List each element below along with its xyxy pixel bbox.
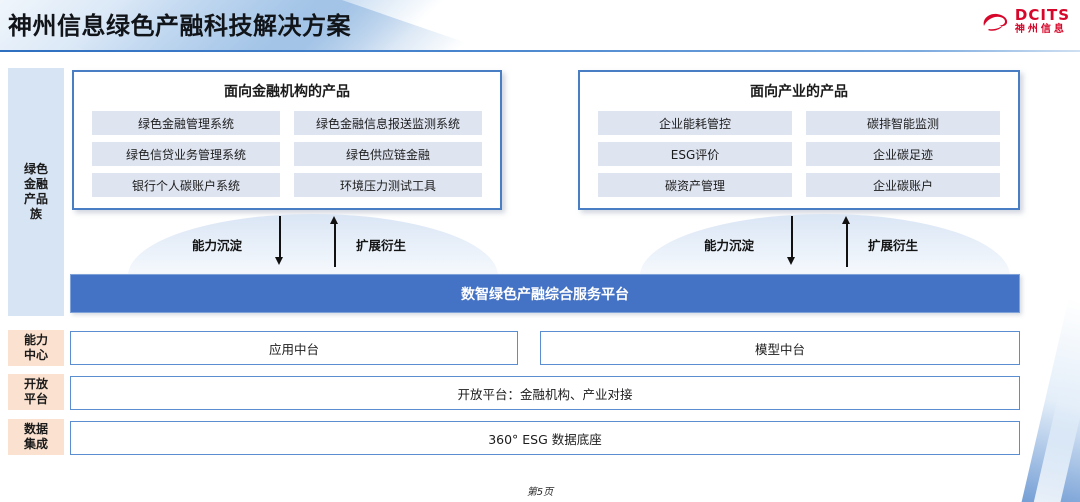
slide-header: 神州信息绿色产融科技解决方案 DCITS 神州信息 [0,0,1080,52]
panel-financial-institution-products: 面向金融机构的产品 绿色金融管理系统 绿色金融信息报送监测系统 绿色信贷业务管理… [72,70,502,210]
sidebar-item-data-integration[interactable]: 数据 集成 [8,419,64,455]
flow-left-down-arrow-head [275,257,283,265]
flow-left: 能力沉淀 扩展衍生 [128,214,498,276]
flow-left-down-label: 能力沉淀 [192,238,243,253]
flow-right-up-arrow-head [842,216,850,224]
page-title: 神州信息绿色产融科技解决方案 [8,12,351,40]
panel-title-financial-institution: 面向金融机构的产品 [224,84,350,100]
product-item[interactable]: 绿色供应链金融 [294,142,482,166]
flow-right-up-label: 扩展衍生 [868,238,919,253]
product-item[interactable]: 碳资产管理 [598,173,792,197]
panel-industry-products: 面向产业的产品 企业能耗管控 碳排智能监测 ESG评价 企业碳足迹 碳资产管理 … [578,70,1020,210]
layer-open-platform[interactable]: 开放平台：金融机构、产业对接 [70,376,1020,410]
product-item[interactable]: 绿色金融信息报送监测系统 [294,111,482,135]
product-item[interactable]: 绿色金融管理系统 [92,111,280,135]
product-item[interactable]: 企业碳足迹 [806,142,1000,166]
product-item[interactable]: 环境压力测试工具 [294,173,482,197]
product-item[interactable]: 绿色信贷业务管理系统 [92,142,280,166]
product-grid-industry: 企业能耗管控 碳排智能监测 ESG评价 企业碳足迹 碳资产管理 企业碳账户 [580,111,1018,209]
layer-model-middle-platform[interactable]: 模型中台 [540,331,1020,365]
product-item[interactable]: 银行个人碳账户系统 [92,173,280,197]
platform-bar[interactable]: 数智绿色产融综合服务平台 [70,274,1020,313]
dcits-swirl-icon [980,10,1010,34]
product-grid-financial-institution: 绿色金融管理系统 绿色金融信息报送监测系统 绿色信贷业务管理系统 绿色供应链金融… [74,111,500,209]
brand-logo: DCITS 神州信息 [980,8,1070,35]
corner-decoration-streak-light [1025,341,1080,502]
sidebar-item-green-finance-family[interactable]: 绿色 金融 产品 族 [8,68,64,316]
panel-title-industry: 面向产业的产品 [750,84,848,100]
flow-right: 能力沉淀 扩展衍生 [640,214,1010,276]
sidebar-item-open-platform[interactable]: 开放 平台 [8,374,64,410]
flow-left-down-arrow-shaft [279,216,281,260]
sidebar-item-capability-center[interactable]: 能力 中心 [8,330,64,366]
product-item[interactable]: 企业碳账户 [806,173,1000,197]
flow-left-up-arrow-head [330,216,338,224]
brand-name-cn: 神州信息 [1014,24,1067,35]
brand-name-en: DCITS [1014,6,1070,24]
layer-data-base[interactable]: 360° ESG 数据底座 [70,421,1020,455]
flow-right-down-arrow-shaft [791,216,793,260]
page-number: 第5页 [526,487,554,498]
flow-right-up-arrow-shaft [846,223,848,267]
layer-application-middle-platform[interactable]: 应用中台 [70,331,518,365]
header-divider [0,50,1080,52]
flow-right-down-label: 能力沉淀 [704,238,755,253]
brand-logo-text: DCITS 神州信息 [1015,8,1070,35]
corner-decoration-streak [1016,298,1080,502]
flow-right-down-arrow-head [787,257,795,265]
product-item[interactable]: 碳排智能监测 [806,111,1000,135]
flow-left-up-label: 扩展衍生 [356,238,407,253]
product-item[interactable]: 企业能耗管控 [598,111,792,135]
product-item[interactable]: ESG评价 [598,142,792,166]
flow-left-up-arrow-shaft [334,223,336,267]
